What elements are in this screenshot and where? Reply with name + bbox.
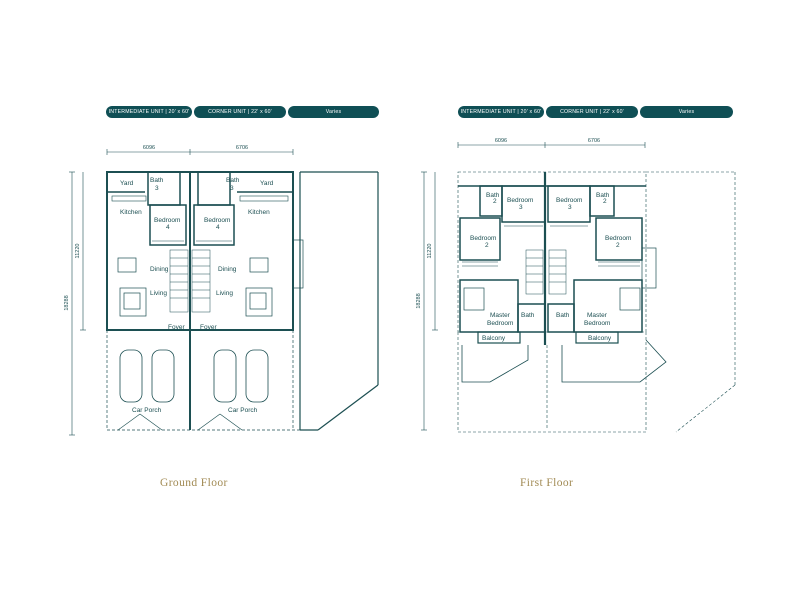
- first-bedroom2-left: Bedroom: [470, 235, 496, 242]
- first-bath2-left-num: 2: [493, 198, 497, 205]
- first-floor-title: First Floor: [520, 477, 574, 489]
- first-master-right-1: Master: [587, 312, 608, 319]
- ground-unit-pills: INTERMEDIATE UNIT | 20' x 60' CORNER UNI…: [106, 106, 381, 118]
- pill-corner-unit: CORNER UNIT | 22' x 60': [546, 106, 638, 118]
- first-balcony-left: Balcony: [482, 335, 506, 342]
- ground-dim-inner-depth: 11220: [75, 244, 81, 259]
- first-balcony-right: Balcony: [588, 335, 612, 342]
- first-floor-plan: [421, 142, 736, 433]
- ground-living-right: Living: [216, 290, 233, 297]
- ground-foyer-left: Foyer: [168, 324, 185, 331]
- pill-intermediate-unit: INTERMEDIATE UNIT | 20' x 60': [458, 106, 544, 118]
- ground-dim-right-width: 6706: [236, 145, 248, 151]
- first-master-left-2: Bedroom: [487, 320, 513, 327]
- first-bedroom3-left-num: 3: [519, 204, 523, 211]
- first-unit-pills: INTERMEDIATE UNIT | 20' x 60' CORNER UNI…: [458, 106, 735, 118]
- ground-dining-right: Dining: [218, 266, 237, 273]
- pill-intermediate-unit: INTERMEDIATE UNIT | 20' x 60': [106, 106, 192, 118]
- first-bedroom3-right-num: 3: [568, 204, 572, 211]
- ground-bedroom-left-num: 4: [166, 224, 170, 231]
- ground-kitchen-right: Kitchen: [248, 209, 270, 216]
- first-bedroom2-right-num: 2: [616, 242, 620, 249]
- ground-kitchen-left: Kitchen: [120, 209, 142, 216]
- pill-corner-unit: CORNER UNIT | 22' x 60': [194, 106, 286, 118]
- first-dim-left-width: 6096: [495, 138, 507, 144]
- ground-bedroom-right-num: 4: [216, 224, 220, 231]
- ground-floor-plan: [69, 149, 379, 436]
- ground-bath-right: Bath: [226, 177, 240, 184]
- ground-dim-left-width: 6096: [143, 145, 155, 151]
- ground-yard-right: Yard: [260, 180, 274, 187]
- ground-living-left: Living: [150, 290, 167, 297]
- ground-floor-title: Ground Floor: [160, 477, 228, 489]
- ground-carporch-left: Car Porch: [132, 407, 162, 414]
- ground-dim-total-depth: 18288: [64, 295, 70, 310]
- first-bath2-left: Bath: [486, 192, 500, 199]
- ground-bath-left-num: 3: [155, 185, 159, 192]
- ground-yard-left: Yard: [120, 180, 134, 187]
- ground-bedroom-right: Bedroom: [204, 217, 230, 224]
- first-bedroom2-left-num: 2: [485, 242, 489, 249]
- ground-dining-left: Dining: [150, 266, 169, 273]
- ground-foyer-right: Foyer: [200, 324, 217, 331]
- ground-bedroom-left: Bedroom: [154, 217, 180, 224]
- first-dim-right-width: 6706: [588, 138, 600, 144]
- first-bath-left: Bath: [521, 312, 535, 319]
- first-bedroom3-right: Bedroom: [556, 197, 582, 204]
- ground-bath-left: Bath: [150, 177, 164, 184]
- pill-varies: Varies: [640, 106, 733, 118]
- first-bath-right: Bath: [556, 312, 570, 319]
- first-dim-total-depth: 18288: [416, 293, 422, 308]
- ground-carporch-right: Car Porch: [228, 407, 258, 414]
- first-dim-inner-depth: 11220: [427, 244, 433, 259]
- ground-bath-right-num: 3: [230, 185, 234, 192]
- first-bath2-right-num: 2: [603, 198, 607, 205]
- first-master-left-1: Master: [490, 312, 511, 319]
- first-bath2-right: Bath: [596, 192, 610, 199]
- first-bedroom2-right: Bedroom: [605, 235, 631, 242]
- pill-varies: Varies: [288, 106, 379, 118]
- first-master-right-2: Bedroom: [584, 320, 610, 327]
- first-bedroom3-left: Bedroom: [507, 197, 533, 204]
